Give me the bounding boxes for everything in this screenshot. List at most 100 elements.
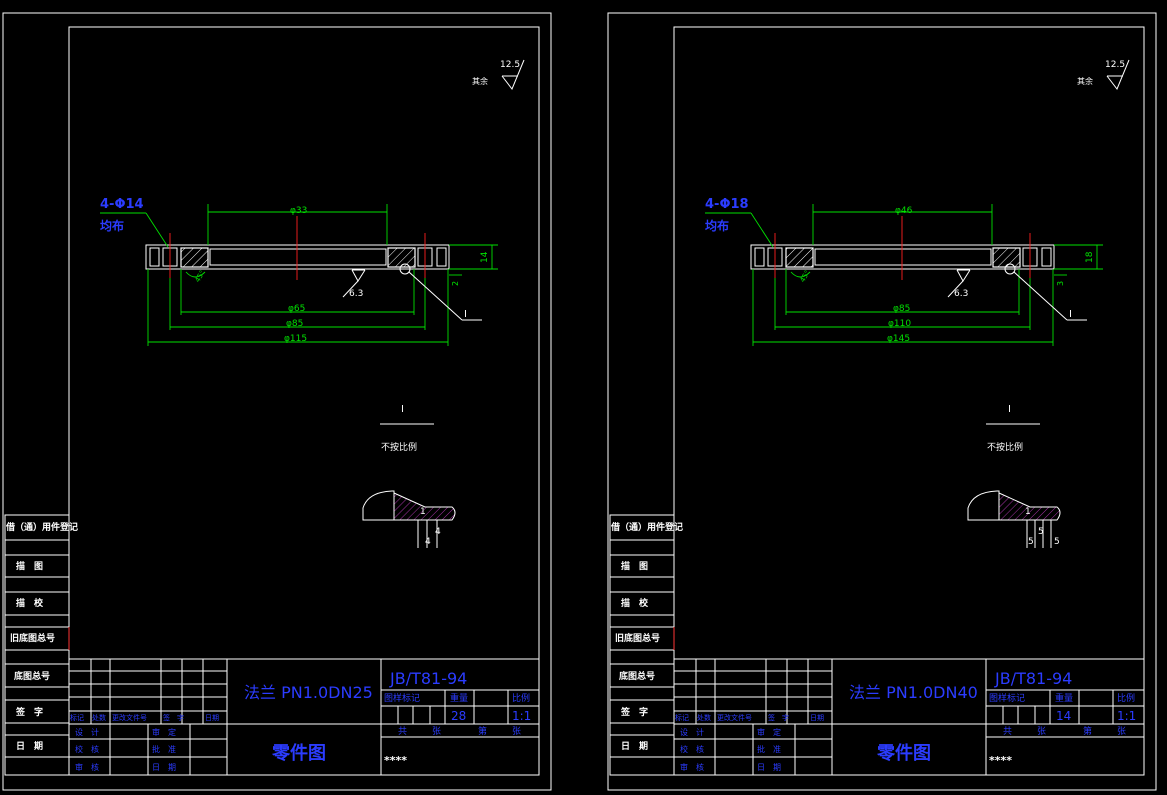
svg-text:1: 1 bbox=[420, 507, 426, 517]
svg-text:****: **** bbox=[989, 754, 1012, 767]
svg-text:φ145: φ145 bbox=[887, 334, 910, 344]
drawing-sheet-2: 12.5 其余 φ46 φ85 bbox=[607, 12, 1157, 791]
svg-text:描 校: 描 校 bbox=[621, 597, 649, 609]
roughness-symbol: 12.5 其余 bbox=[1077, 59, 1130, 90]
svg-text:审 核: 审 核 bbox=[75, 762, 99, 772]
svg-text:借（通）用件登记: 借（通）用件登记 bbox=[5, 521, 78, 533]
svg-text:借（通）用件登记: 借（通）用件登记 bbox=[610, 521, 683, 533]
svg-text:JB/T81-94: JB/T81-94 bbox=[994, 669, 1072, 688]
title-block: 法兰 PN1.0DN40 JB/T81-94 零件图 图样标记 重量 比例 14… bbox=[673, 658, 1145, 776]
svg-text:旧底图总号: 旧底图总号 bbox=[10, 632, 55, 644]
svg-text:校 核: 校 核 bbox=[75, 744, 99, 754]
drawing-frame bbox=[68, 26, 540, 776]
svg-text:I: I bbox=[464, 309, 467, 320]
svg-text:28: 28 bbox=[451, 709, 466, 723]
svg-text:审 核: 审 核 bbox=[680, 762, 704, 772]
svg-text:JB/T81-94: JB/T81-94 bbox=[389, 669, 467, 688]
svg-text:φ33: φ33 bbox=[290, 206, 307, 216]
svg-text:45°: 45° bbox=[799, 269, 812, 284]
svg-text:处数: 处数 bbox=[697, 713, 711, 722]
svg-text:签 字: 签 字 bbox=[163, 713, 184, 722]
svg-text:张: 张 bbox=[1037, 726, 1046, 737]
dimensions: φ46 φ85 φ110 φ145 18 3 45° 6.3 bbox=[752, 204, 1103, 346]
detail-view-I: I 不按比例 1 4 4 bbox=[362, 404, 456, 548]
svg-text:张: 张 bbox=[1117, 726, 1126, 737]
svg-text:校 核: 校 核 bbox=[680, 744, 704, 754]
svg-text:重量: 重量 bbox=[1055, 692, 1073, 704]
detail-leader: I bbox=[1013, 271, 1087, 321]
svg-text:日期: 日期 bbox=[810, 714, 824, 722]
svg-text:更改文件号: 更改文件号 bbox=[112, 713, 147, 722]
svg-text:零件图: 零件图 bbox=[271, 742, 326, 764]
svg-text:标记: 标记 bbox=[675, 713, 689, 722]
svg-text:图样标记: 图样标记 bbox=[384, 692, 420, 704]
svg-text:设 计: 设 计 bbox=[75, 727, 99, 737]
svg-text:14: 14 bbox=[1056, 709, 1071, 723]
svg-text:处数: 处数 bbox=[92, 713, 106, 722]
svg-text:φ110: φ110 bbox=[888, 319, 911, 329]
svg-text:审 定: 审 定 bbox=[757, 727, 781, 737]
svg-text:6.3: 6.3 bbox=[954, 289, 968, 299]
svg-text:φ46: φ46 bbox=[895, 206, 913, 216]
detail-view-I: I 不按比例 1 5 5 5 bbox=[967, 404, 1061, 548]
flange-section-view bbox=[750, 216, 1055, 280]
svg-text:重量: 重量 bbox=[450, 692, 468, 704]
svg-text:底图总号: 底图总号 bbox=[14, 670, 50, 682]
svg-text:4: 4 bbox=[425, 537, 431, 547]
bolt-hole-callout: 4-Φ14 均布 bbox=[100, 197, 169, 248]
svg-text:φ85: φ85 bbox=[286, 319, 303, 329]
svg-text:5: 5 bbox=[1038, 527, 1044, 537]
svg-text:45°: 45° bbox=[194, 269, 207, 284]
side-register-strip: 借（通）用件登记 描 图 描 校 旧底图总号 底图总号 签 字 日 期 bbox=[609, 514, 683, 776]
svg-text:日 期: 日 期 bbox=[152, 763, 176, 772]
svg-text:φ85: φ85 bbox=[893, 304, 910, 314]
svg-text:不按比例: 不按比例 bbox=[987, 441, 1023, 453]
svg-text:4-Φ14: 4-Φ14 bbox=[100, 197, 144, 212]
svg-text:描 校: 描 校 bbox=[16, 597, 44, 609]
svg-text:5: 5 bbox=[1028, 537, 1034, 547]
svg-text:均布: 均布 bbox=[100, 218, 124, 233]
svg-text:签 字: 签 字 bbox=[768, 713, 789, 722]
svg-text:比例: 比例 bbox=[512, 692, 530, 704]
title-block: 法兰 PN1.0DN25 JB/T81-94 零件图 图样标记 重量 比例 28… bbox=[68, 658, 540, 776]
flange-section-view bbox=[145, 216, 450, 280]
drawing-sheet-1: 12.5 其余 φ33 bbox=[2, 12, 552, 791]
svg-text:更改文件号: 更改文件号 bbox=[717, 713, 752, 722]
svg-text:审 定: 审 定 bbox=[152, 727, 176, 737]
sheet-border bbox=[2, 12, 552, 791]
svg-text:其余: 其余 bbox=[1077, 76, 1093, 86]
svg-text:第: 第 bbox=[478, 725, 487, 737]
svg-text:描 图: 描 图 bbox=[621, 560, 648, 572]
svg-text:批 准: 批 准 bbox=[757, 744, 781, 754]
svg-text:I: I bbox=[1008, 404, 1011, 415]
svg-text:法兰 PN1.0DN40: 法兰 PN1.0DN40 bbox=[849, 683, 978, 702]
svg-text:12.5: 12.5 bbox=[500, 60, 520, 70]
svg-text:设 计: 设 计 bbox=[680, 727, 704, 737]
svg-text:2: 2 bbox=[451, 281, 460, 286]
svg-text:法兰 PN1.0DN25: 法兰 PN1.0DN25 bbox=[244, 683, 373, 702]
svg-text:18: 18 bbox=[1085, 251, 1095, 263]
svg-text:1: 1 bbox=[1025, 507, 1031, 517]
svg-text:零件图: 零件图 bbox=[876, 742, 931, 764]
sheet-border bbox=[607, 12, 1157, 791]
svg-text:1:1: 1:1 bbox=[1117, 709, 1136, 723]
svg-text:φ115: φ115 bbox=[284, 334, 307, 344]
svg-text:均布: 均布 bbox=[705, 218, 729, 233]
svg-text:其余: 其余 bbox=[472, 76, 488, 86]
svg-text:4: 4 bbox=[435, 527, 441, 537]
svg-text:1:1: 1:1 bbox=[512, 709, 531, 723]
svg-text:底图总号: 底图总号 bbox=[619, 670, 655, 682]
svg-text:共: 共 bbox=[1003, 726, 1012, 737]
drawing-frame bbox=[673, 26, 1145, 776]
svg-text:图样标记: 图样标记 bbox=[989, 692, 1025, 704]
svg-text:日 期: 日 期 bbox=[757, 763, 781, 772]
svg-text:标记: 标记 bbox=[70, 713, 84, 722]
svg-text:批 准: 批 准 bbox=[152, 744, 176, 754]
svg-text:第: 第 bbox=[1083, 725, 1092, 737]
svg-text:5: 5 bbox=[1054, 537, 1060, 547]
detail-leader: I bbox=[408, 271, 482, 321]
svg-text:描 图: 描 图 bbox=[16, 560, 43, 572]
svg-text:φ65: φ65 bbox=[288, 304, 305, 314]
svg-text:签 字: 签 字 bbox=[15, 706, 43, 718]
